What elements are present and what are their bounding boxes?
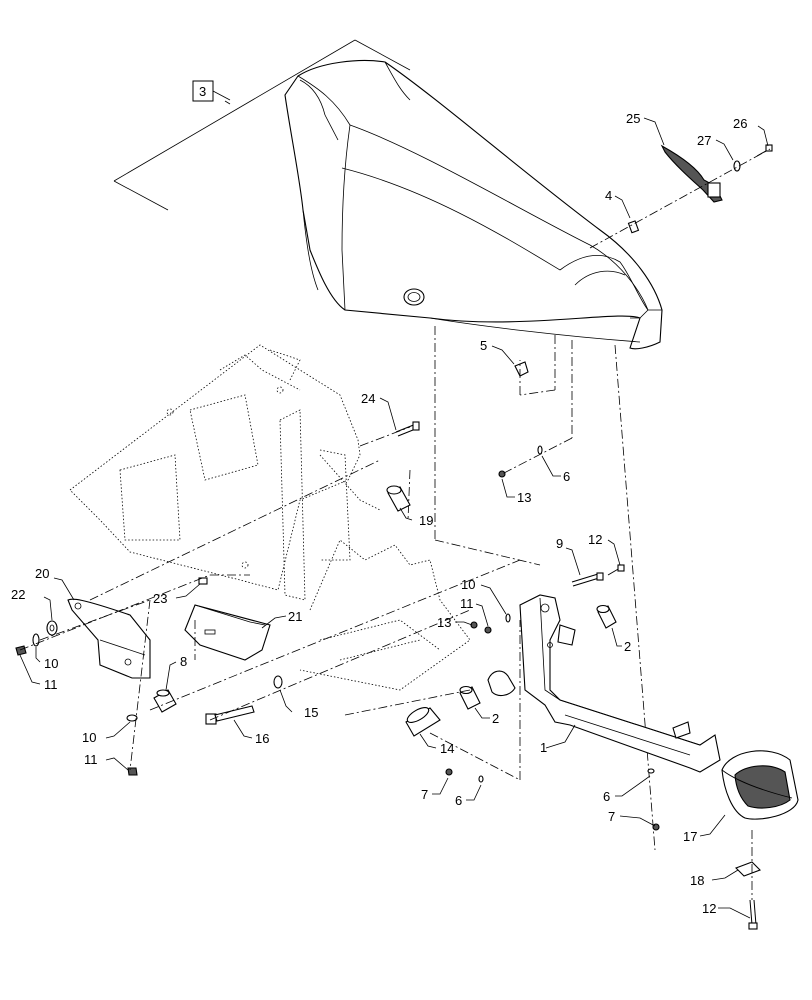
callout-12-lower: 12 [702,901,716,916]
callout-3: 3 [199,84,206,99]
clip-bracket-part [660,144,723,203]
callout-6: 6 [563,469,570,484]
callout-18: 18 [690,873,704,888]
end-cap-part [721,750,799,820]
bolt-part-3 [205,705,255,725]
nut-part [498,470,506,478]
callout-7-right: 7 [608,809,615,824]
callout-10-left: 10 [44,656,58,671]
callout-25: 25 [626,111,640,126]
callout-7: 7 [421,787,428,802]
bushing-part [596,604,617,629]
callout-labels: 1 2 2 3 4 5 6 6 6 7 7 8 9 10 10 10 11 11… [11,84,747,916]
callout-11-lower: 11 [84,752,98,767]
callout-20: 20 [35,566,49,581]
clip-part [735,861,761,877]
guide-lines [359,326,656,851]
spacer-part-3 [405,707,441,737]
callout-5: 5 [480,338,487,353]
callout-22: 22 [11,587,25,602]
bolt-part-4 [571,572,604,587]
pin-part [627,220,640,234]
leader-lines [19,90,769,919]
bolt-part [395,421,420,437]
hardware-middle [445,613,660,831]
callout-2-lower: 2 [492,711,499,726]
right-bracket-part [184,604,271,661]
washer-part [733,160,741,172]
callout-16: 16 [255,731,269,746]
callout-27: 27 [697,133,711,148]
callout-13-mid: 13 [517,490,531,505]
screw-part [756,144,773,157]
callout-14: 14 [440,741,454,756]
callout-11-left: 11 [44,677,58,692]
spacer-part-2 [153,689,177,713]
callout-6-right: 6 [603,789,610,804]
seat-cover-part [284,60,663,350]
callout-10-lower: 10 [82,730,96,745]
callout-1: 1 [540,740,547,755]
callout-24: 24 [361,391,375,406]
callout-17: 17 [683,829,697,844]
callout-10: 10 [461,577,475,592]
callout-19: 19 [419,513,433,528]
callout-11: 11 [460,596,474,611]
washer-part-3 [273,675,283,689]
callout-9: 9 [556,536,563,551]
callout-8: 8 [180,654,187,669]
bushing-part-2 [459,685,481,710]
callout-2: 2 [624,639,631,654]
callout-23: 23 [153,591,167,606]
assembly-frame [113,39,411,211]
left-bracket-part [67,598,151,679]
bolt-part-2 [198,577,208,585]
callout-4: 4 [605,188,612,203]
bolt-part-5 [607,564,625,576]
guide-lines-left [19,459,521,771]
spacer-part [386,485,411,512]
bolt-part-6 [748,899,758,930]
callout-6-lower: 6 [455,793,462,808]
frame-reference [69,344,471,691]
callout-26: 26 [733,116,747,131]
callout-21: 21 [288,609,302,624]
callout-15: 15 [304,705,318,720]
main-frame-part [487,594,721,773]
callout-12: 12 [588,532,602,547]
bumper-part [514,361,529,377]
washer-part-2 [537,445,543,455]
callout-13: 13 [437,615,451,630]
